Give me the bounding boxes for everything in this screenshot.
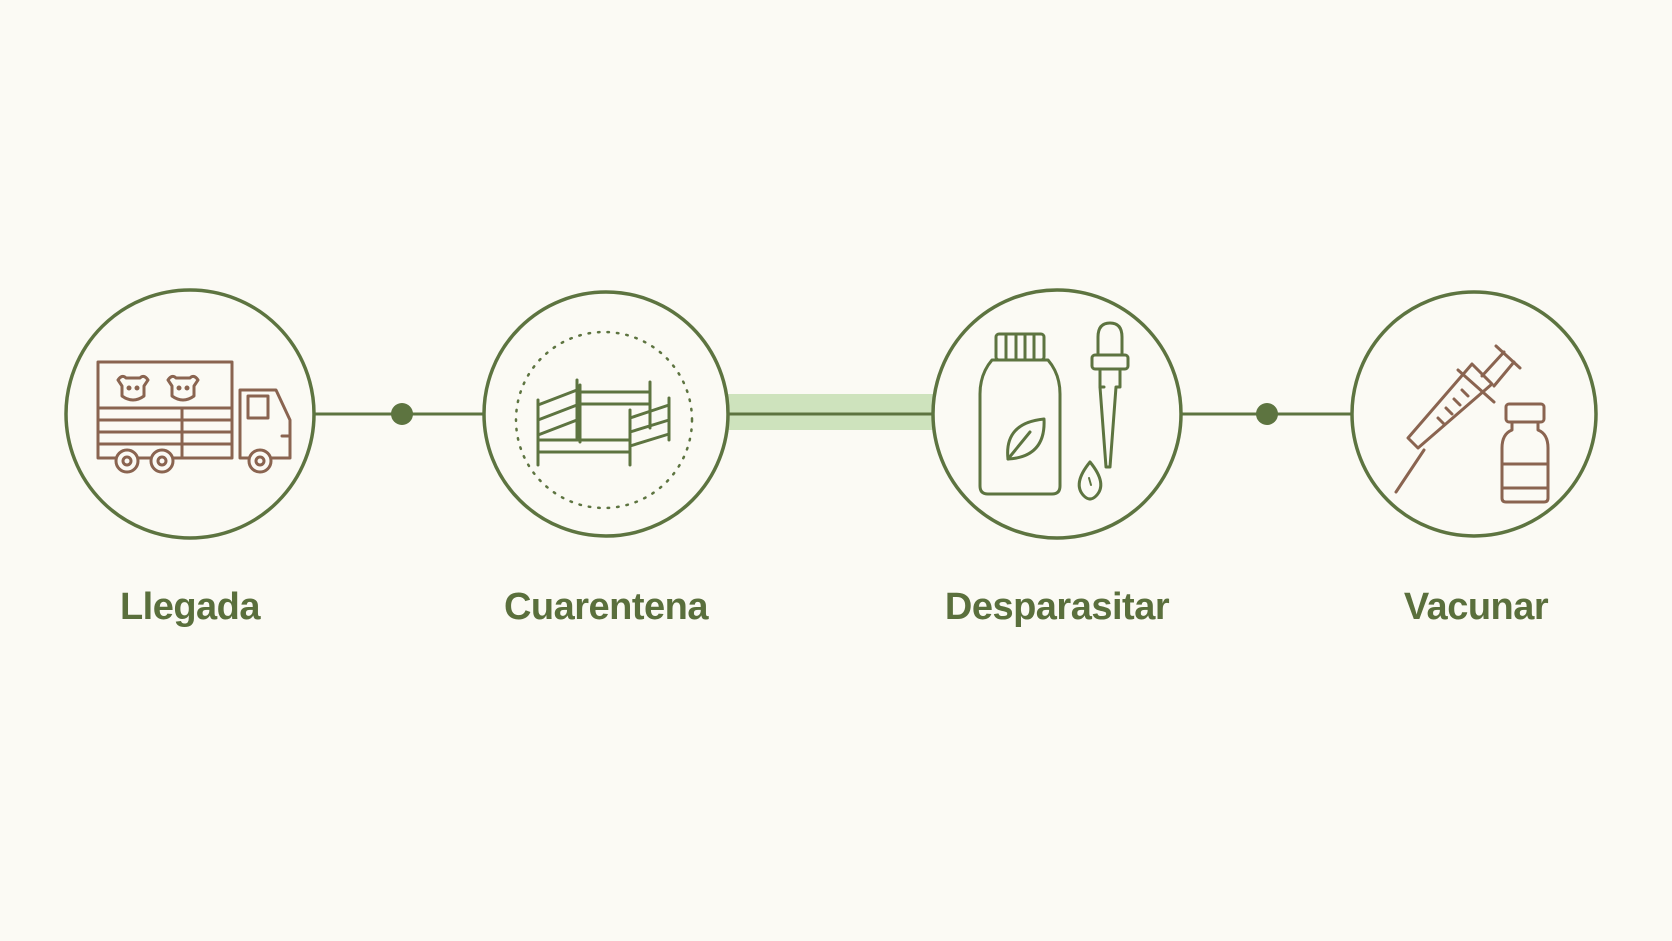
connector-dot [1256,403,1278,425]
step-label-vacunar: Vacunar [1403,586,1549,628]
livestock-truck-icon [96,360,292,474]
quarantine-pen-icon [514,330,694,510]
step-label-cuarentena: Cuarentena [503,586,709,628]
connector-llegada-cuarentena [314,403,485,425]
step-circle-vacunar [1350,290,1598,538]
step-circle-cuarentena [482,290,730,538]
connector-dot [391,403,413,425]
connector-cuarentena-desparasitar [728,394,936,430]
highlight-band [728,394,936,430]
connector-desparasitar-vacunar [1181,403,1353,425]
step-label-llegada: Llegada [119,586,261,628]
step-circle-desparasitar [931,288,1183,540]
step-label-desparasitar: Desparasitar [944,586,1170,628]
dewormer-bottle-and-dropper-icon [978,321,1130,501]
syringe-and-vial-icon [1394,344,1550,504]
step-circle-llegada [64,288,316,540]
